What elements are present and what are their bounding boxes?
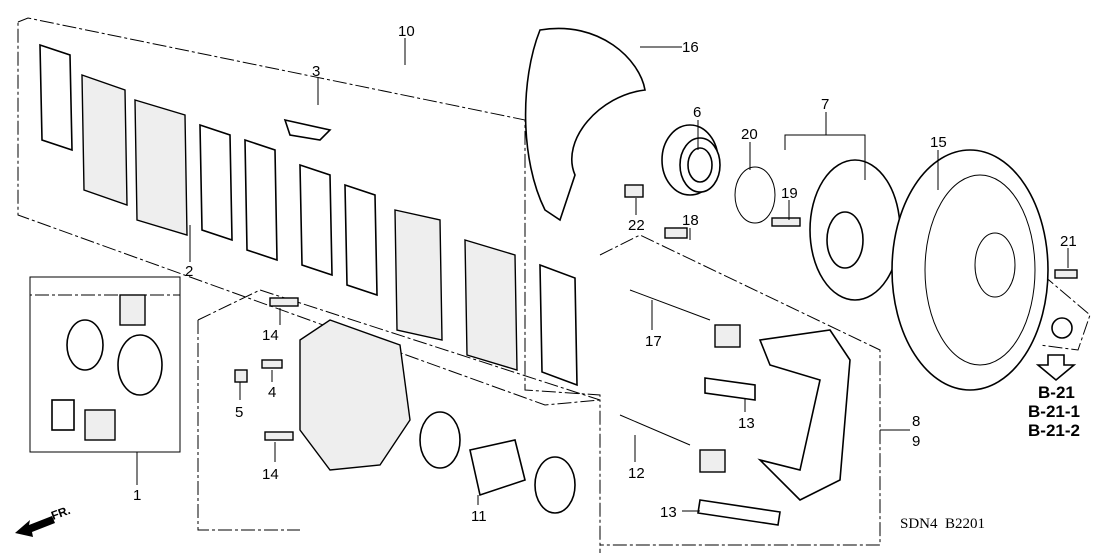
callout-19: 19 bbox=[781, 185, 798, 202]
callout-14-bottom: 14 bbox=[262, 466, 279, 483]
reference-b21-1[interactable]: B-21-1 bbox=[1028, 402, 1080, 421]
reference-link[interactable]: B-21 B-21-1 B-21-2 bbox=[1028, 354, 1080, 440]
callout-17: 17 bbox=[645, 333, 662, 350]
callout-9: 9 bbox=[912, 433, 920, 450]
callout-12: 12 bbox=[628, 465, 645, 482]
group-outlines bbox=[17, 17, 1091, 553]
callout-5: 5 bbox=[235, 404, 243, 421]
front-direction-indicator: FR. bbox=[15, 503, 72, 537]
pad-retainers bbox=[697, 377, 781, 526]
front-label: FR. bbox=[49, 503, 72, 523]
callout-2: 2 bbox=[185, 263, 193, 280]
callout-6: 6 bbox=[693, 104, 701, 121]
callout-21: 21 bbox=[1060, 233, 1077, 250]
callout-13-bottom: 13 bbox=[660, 504, 677, 521]
callout-16: 16 bbox=[682, 39, 699, 56]
diagram-code: SDN4 B2201 bbox=[900, 516, 985, 532]
callout-labels: 10 16 3 6 7 20 15 19 22 18 2 21 14 17 4 … bbox=[133, 23, 1077, 525]
caliper-bracket bbox=[757, 329, 851, 501]
callout-13-top: 13 bbox=[738, 415, 755, 432]
callout-1: 1 bbox=[133, 487, 141, 504]
callout-8: 8 bbox=[912, 413, 920, 430]
brake-pads-inner bbox=[39, 43, 332, 262]
callout-11: 11 bbox=[471, 508, 487, 525]
callout-18: 18 bbox=[682, 212, 699, 229]
leader-lines bbox=[136, 38, 1069, 512]
callout-4: 4 bbox=[268, 384, 276, 401]
brake-pads-outer bbox=[299, 163, 578, 387]
callout-22: 22 bbox=[628, 217, 645, 234]
caliper-body bbox=[299, 319, 411, 471]
hub bbox=[809, 159, 901, 301]
piston bbox=[419, 411, 576, 514]
callout-3: 3 bbox=[312, 63, 320, 80]
bolts bbox=[234, 184, 1078, 441]
front-arrow-icon bbox=[15, 516, 55, 537]
down-arrow-icon bbox=[1035, 354, 1077, 382]
reference-b21-2[interactable]: B-21-2 bbox=[1028, 421, 1080, 440]
seal-kit bbox=[51, 294, 163, 441]
brake-disc bbox=[891, 149, 1049, 391]
snap-ring bbox=[734, 166, 776, 224]
wheel-bearing bbox=[661, 124, 721, 196]
callout-15: 15 bbox=[930, 134, 947, 151]
callout-7: 7 bbox=[821, 96, 829, 113]
reference-b21[interactable]: B-21 bbox=[1038, 383, 1075, 402]
callout-14-top: 14 bbox=[262, 327, 279, 344]
splash-shield bbox=[524, 27, 646, 222]
callout-10: 10 bbox=[398, 23, 415, 40]
parts bbox=[39, 27, 1078, 526]
guide-pins bbox=[619, 289, 741, 473]
callout-20: 20 bbox=[741, 126, 758, 143]
